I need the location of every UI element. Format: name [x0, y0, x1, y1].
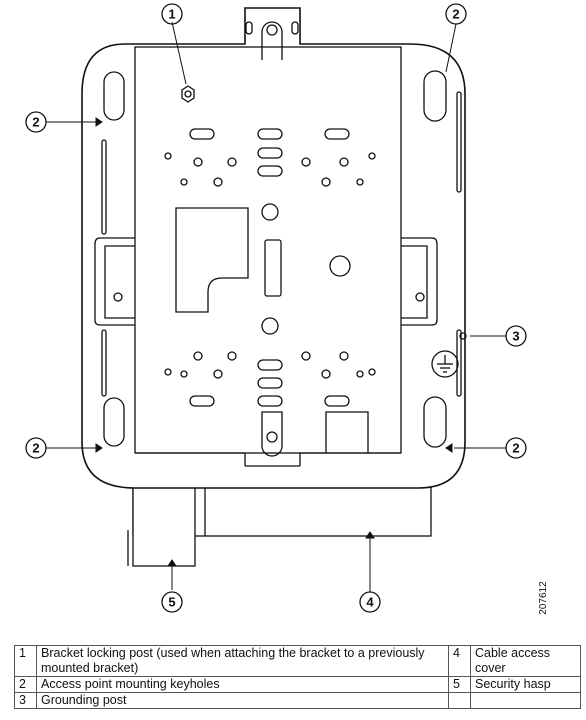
keyhole-bottom-left	[103, 397, 125, 447]
callout-2-bottom-right: 2	[512, 441, 519, 456]
keyhole-top-left	[103, 71, 125, 121]
legend-row: 2 Access point mounting keyholes 5 Secur…	[14, 676, 581, 693]
mounting-bracket-diagram: 1 2 2 2 2 3 4 5 207612	[25, 3, 549, 615]
legend-number: 2	[14, 676, 37, 693]
callout-1: 1	[168, 7, 175, 22]
callout-5: 5	[168, 595, 175, 610]
callout-4: 4	[366, 595, 374, 610]
legend-description: Access point mounting keyholes	[36, 676, 449, 693]
legend-table: 1 Bracket locking post (used when attach…	[14, 645, 581, 709]
bracket-locking-post	[181, 85, 195, 103]
legend-number: 3	[14, 692, 37, 709]
legend-number: 5	[448, 676, 471, 693]
legend-number	[448, 692, 471, 709]
legend-description: Bracket locking post (used when attachin…	[36, 645, 449, 677]
legend-description: Grounding post	[36, 692, 449, 709]
keyhole-bottom-right	[423, 396, 447, 448]
legend-description: Cable access cover	[470, 645, 581, 677]
callout-3: 3	[512, 329, 519, 344]
bracket-plate	[81, 7, 466, 489]
grounding-post	[459, 332, 467, 340]
keyhole-top-right	[423, 70, 447, 122]
legend-row: 3 Grounding post	[14, 692, 581, 709]
security-hasp	[127, 483, 196, 567]
legend-row: 1 Bracket locking post (used when attach…	[14, 645, 581, 677]
inner-frame	[134, 46, 402, 454]
legend-number: 4	[448, 645, 471, 677]
callout-2-top-left: 2	[32, 115, 39, 130]
callout-2-top-right: 2	[452, 7, 459, 22]
legend-description: Security hasp	[470, 676, 581, 693]
legend-number: 1	[14, 645, 37, 677]
figure-id: 207612	[538, 581, 549, 615]
legend-description	[470, 692, 581, 709]
ground-symbol-icon	[431, 350, 459, 378]
callout-2-bottom-left: 2	[32, 441, 39, 456]
